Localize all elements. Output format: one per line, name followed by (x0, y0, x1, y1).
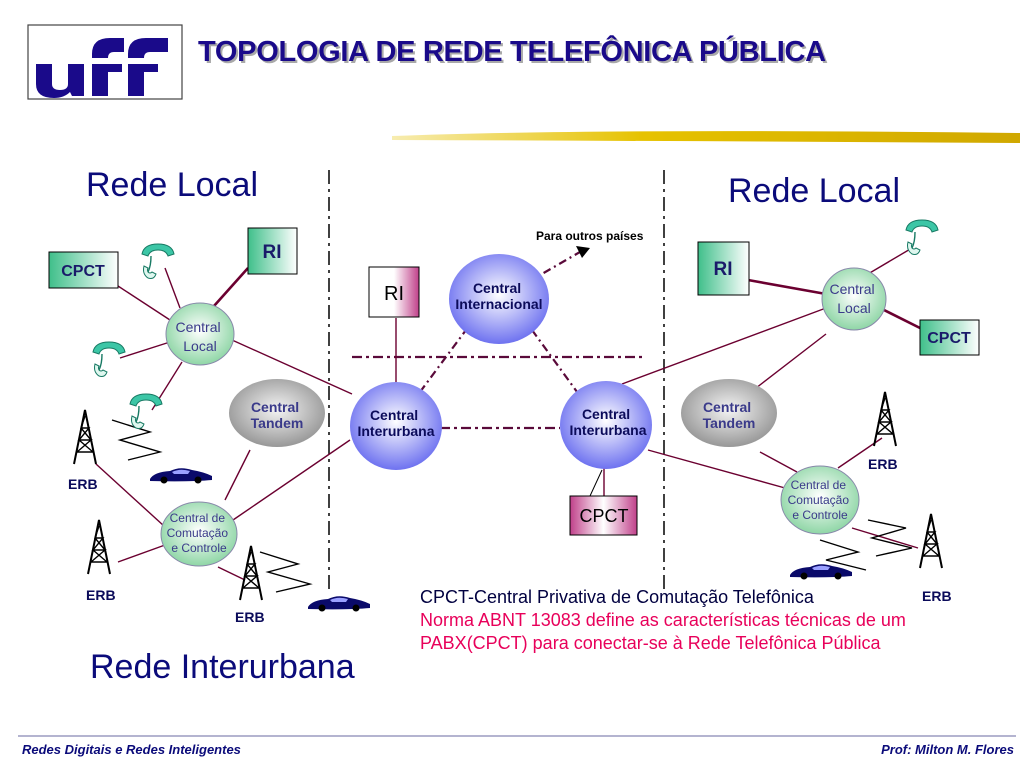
central-comut-right (780, 465, 860, 535)
phone-icon (141, 243, 175, 280)
erb-tower-icon (873, 391, 897, 447)
central-tandem-right-label: Central Tandem (703, 399, 756, 431)
central-interurbana-right (560, 381, 652, 469)
central-local-right-label: Central Local (829, 281, 878, 316)
erb-tower-icon (87, 519, 111, 575)
title-underline-decoration (392, 131, 1020, 143)
uff-logo (27, 24, 183, 100)
car-icon (790, 564, 852, 580)
ri-left-box (247, 227, 298, 275)
erb-label: ERB (868, 456, 898, 472)
central-comut-left-label: Central de Comutação e Controle (167, 511, 232, 555)
phone-icon (92, 341, 126, 378)
cpct-center-label: CPCT (580, 506, 629, 526)
central-interurbana-left (350, 382, 442, 470)
central-interurbana-right-label: Central Interurbana (569, 406, 646, 438)
cpct-left-box (48, 251, 119, 289)
cpct-right-label: CPCT (927, 330, 971, 347)
erb-label: ERB (235, 609, 265, 625)
central-comut-right-label: Central de Comutação e Controle (788, 478, 853, 522)
cpct-center-link (589, 469, 603, 497)
ri-center-label: RI (384, 283, 404, 305)
legend-cpct-definition: CPCT-Central Privativa de Comutação Tele… (420, 587, 814, 607)
central-local-left (165, 302, 235, 366)
section-rede-local-left: Rede Local (86, 166, 259, 204)
page-title: TOPOLOGIA DE REDE TELEFÔNICA PÚBLICA (198, 36, 826, 68)
ri-left-label: RI (263, 242, 282, 263)
car-icon (308, 596, 370, 612)
erb-label: ERB (86, 587, 116, 603)
legend-abnt-norm: Norma ABNT 13083 define as característic… (420, 610, 906, 653)
section-rede-local-right: Rede Local (728, 172, 901, 210)
central-local-left-label: Central Local (175, 319, 224, 354)
ri-right-label: RI (714, 259, 733, 280)
central-comut-left (160, 501, 238, 567)
cpct-center-box (569, 495, 638, 536)
arrow-to-other-countries (576, 246, 590, 258)
car-icon (150, 468, 212, 484)
central-interurbana-left-label: Central Interurbana (357, 407, 434, 439)
erb-label: ERB (922, 588, 952, 604)
legend: CPCT-Central Privativa de Comutação Tele… (420, 586, 1010, 655)
central-tandem-right (681, 379, 777, 447)
para-outros-paises-label: Para outros países (536, 229, 644, 243)
phone-icon (129, 393, 163, 430)
erb-label: ERB (68, 476, 98, 492)
central-local-right (821, 267, 887, 331)
ri-links (213, 267, 925, 332)
erb-tower-icon (239, 545, 263, 601)
central-tandem-left-label: Central Tandem (251, 399, 304, 431)
ri-right-box (697, 241, 750, 296)
central-internacional-label: Central Internacional (455, 280, 542, 312)
footer-course: Redes Digitais e Redes Inteligentes (22, 742, 241, 757)
cpct-left-label: CPCT (61, 263, 105, 280)
section-rede-interurbana: Rede Interurbana (90, 648, 355, 686)
cpct-right-box (919, 319, 980, 356)
ri-center-box (368, 266, 420, 318)
central-tandem-left (229, 379, 325, 447)
phone-icon (905, 219, 939, 256)
erb-tower-icon (919, 513, 943, 569)
footer-author: Prof: Milton M. Flores (881, 742, 1014, 757)
central-internacional (449, 254, 549, 344)
erb-tower-icon (73, 409, 97, 465)
international-links (419, 251, 581, 397)
